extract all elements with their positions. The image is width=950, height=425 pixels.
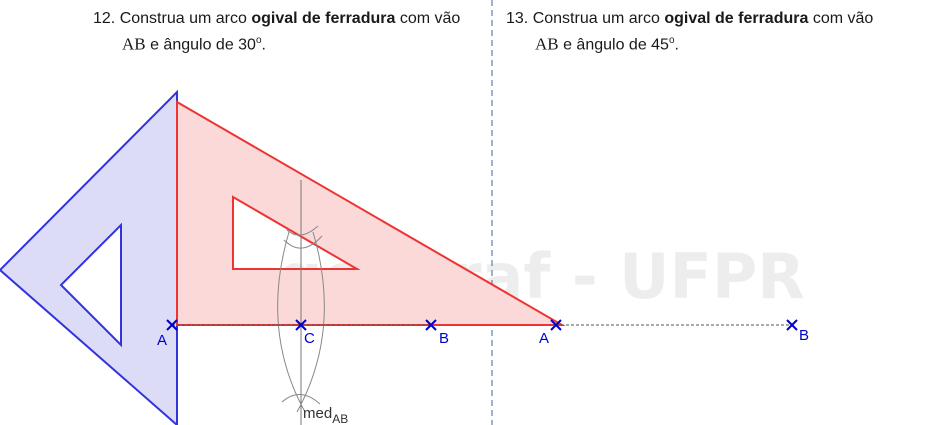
exercise-12-angle-text: e ângulo de 30 xyxy=(150,36,256,54)
point-b-right-marker[interactable] xyxy=(786,319,798,331)
set-square-45[interactable] xyxy=(0,89,178,425)
exercise-12-bold-text: ogival de ferradura xyxy=(251,10,396,27)
mediatrix-label-sub: AB xyxy=(332,412,348,425)
construction-arc-left xyxy=(277,231,306,413)
construction-arc-right xyxy=(296,231,325,413)
exercise-13-line-1: 13. Construa um arco ogival de ferradura… xyxy=(506,8,873,30)
point-c-marker[interactable] xyxy=(295,319,307,331)
exercise-12-line-2: AB e ângulo de 30o. xyxy=(93,30,460,56)
exercise-13-line-2: AB e ângulo de 45o. xyxy=(506,30,873,56)
point-b-right-label: B xyxy=(799,327,809,344)
exercise-13-segment: AB xyxy=(535,34,559,54)
exercise-12-statement: 12. Construa um arco ogival de ferradura… xyxy=(93,8,460,56)
point-b-left-label: B xyxy=(439,330,449,347)
exercise-12-number: 12. xyxy=(93,10,116,27)
point-a-right-label: A xyxy=(539,330,549,347)
point-a-left-label: A xyxy=(157,332,167,349)
exercise-12-degree: o xyxy=(255,35,262,46)
exercise-13-statement: 13. Construa um arco ogival de ferradura… xyxy=(506,8,873,56)
exercise-13-end: . xyxy=(674,36,679,54)
exercise-13-text-after: com vão xyxy=(812,10,874,27)
mediatrix-label-main: med xyxy=(303,405,332,422)
exercise-13-number: 13. xyxy=(506,10,529,27)
point-c-label: C xyxy=(304,330,315,347)
exercise-12-text-before: Construa um arco xyxy=(119,10,247,27)
exercise-12-line-1: 12. Construa um arco ogival de ferradura… xyxy=(93,8,460,30)
construction-arc-top-b xyxy=(283,235,323,249)
exercise-13-angle-text: e ângulo de 45 xyxy=(563,36,669,54)
point-a-left-marker[interactable] xyxy=(166,319,178,331)
exercise-12-end: . xyxy=(261,36,266,54)
exercise-13-text-before: Construa um arco xyxy=(532,10,660,27)
exercise-13-degree: o xyxy=(668,35,675,46)
construction-arc-top-a xyxy=(286,225,319,236)
mediatrix-label: medAB xyxy=(303,405,348,425)
exercise-12-segment: AB xyxy=(122,34,146,54)
set-square-30-60[interactable] xyxy=(176,100,566,326)
point-b-left-marker[interactable] xyxy=(425,319,437,331)
point-a-right-marker[interactable] xyxy=(550,319,562,331)
construction-arc-bottom xyxy=(281,394,321,405)
exercise-12-text-after: com vão xyxy=(399,10,461,27)
exercise-13-bold-text: ogival de ferradura xyxy=(664,10,809,27)
